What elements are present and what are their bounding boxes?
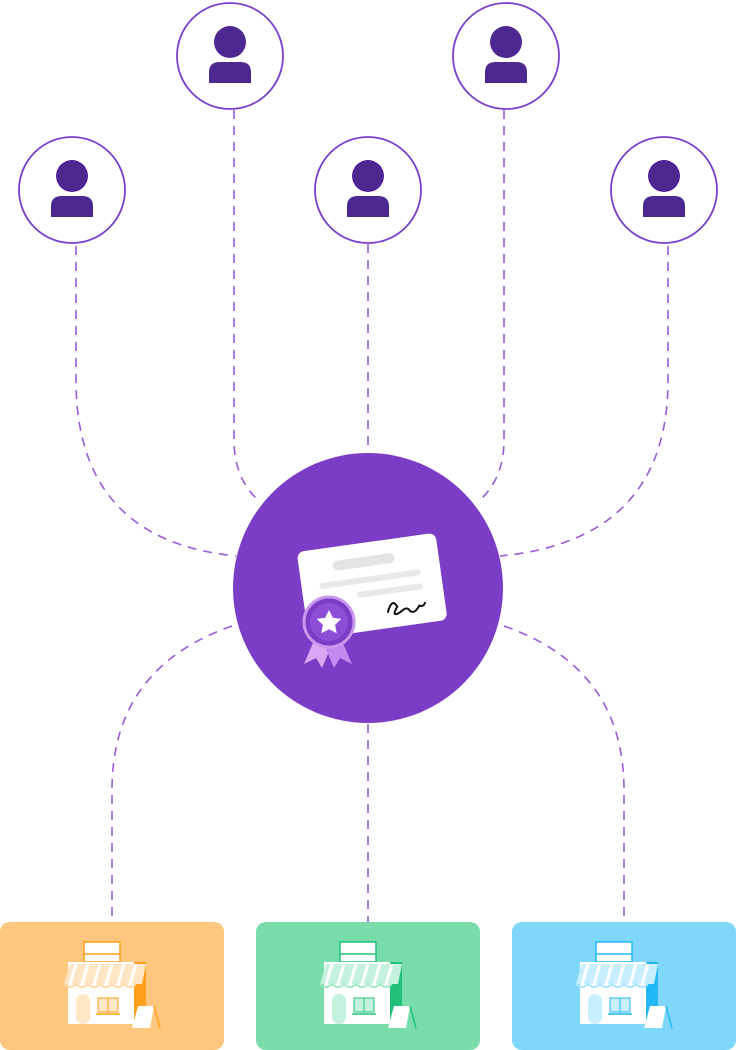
store-green[interactable] xyxy=(256,922,480,1050)
user-avatars xyxy=(18,2,718,244)
central-hub[interactable] xyxy=(233,453,503,723)
storefront-icon xyxy=(319,941,417,1029)
user-icon xyxy=(643,160,685,217)
user-icon xyxy=(347,160,389,217)
store-blue[interactable] xyxy=(512,922,736,1050)
user-icon xyxy=(209,26,251,83)
connector-lines xyxy=(75,110,669,924)
certificate-icon xyxy=(297,533,447,668)
connector-store-orange xyxy=(111,625,233,924)
user-4[interactable] xyxy=(452,2,560,110)
user-5[interactable] xyxy=(610,136,718,244)
connector-user-2 xyxy=(233,110,259,501)
user-icon xyxy=(51,160,93,217)
stores xyxy=(0,922,736,1050)
connector-user-4 xyxy=(479,110,505,501)
user-1[interactable] xyxy=(18,136,126,244)
user-icon xyxy=(485,26,527,83)
user-3[interactable] xyxy=(314,136,422,244)
store-orange[interactable] xyxy=(0,922,224,1050)
connector-user-1 xyxy=(75,246,237,557)
connector-store-blue xyxy=(503,625,625,924)
storefront-icon xyxy=(575,941,673,1029)
user-2[interactable] xyxy=(176,2,284,110)
storefront-icon xyxy=(63,941,161,1029)
connector-user-5 xyxy=(499,246,669,557)
